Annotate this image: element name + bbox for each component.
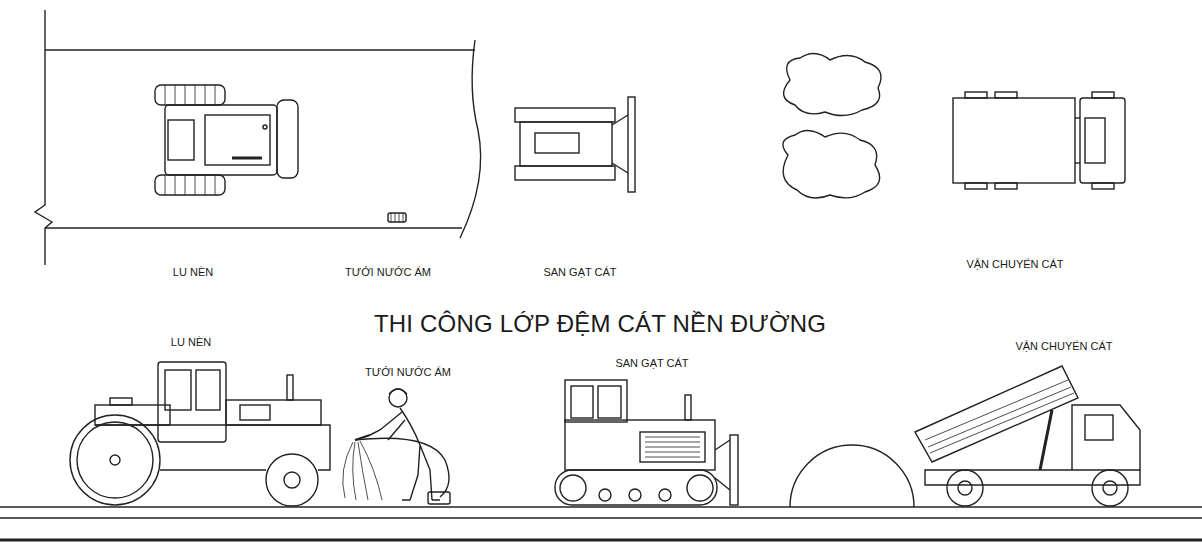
sand-pile-side xyxy=(790,445,914,507)
step-label: SAN GẠT CÁT xyxy=(543,266,616,279)
roller-side xyxy=(70,362,330,506)
roller-plan xyxy=(155,85,298,195)
truck-side xyxy=(915,366,1140,506)
step-label: VẬN CHUYỂN CÁT xyxy=(966,258,1063,271)
bucket-plan xyxy=(388,213,406,222)
step-label: TƯỚI NƯỚC ẨM xyxy=(345,266,431,279)
step-label: VẬN CHUYỂN CÁT xyxy=(1015,340,1112,353)
step-label: LU NÈN xyxy=(173,266,213,279)
worker-watering xyxy=(343,389,450,504)
sand-pile-plan xyxy=(783,130,880,198)
dozer-plan xyxy=(515,97,635,192)
truck-plan xyxy=(953,92,1125,189)
dozer-side xyxy=(555,380,738,505)
diagram-title: THI CÔNG LỚP ĐỆM CÁT NỀN ĐƯỜNG xyxy=(374,310,826,338)
step-label: LU NÈN xyxy=(171,336,211,349)
step-label: SAN GẠT CÁT xyxy=(615,357,688,370)
step-label: TƯỚI NƯỚC ẨM xyxy=(365,366,451,379)
sand-pile-plan xyxy=(784,53,881,115)
